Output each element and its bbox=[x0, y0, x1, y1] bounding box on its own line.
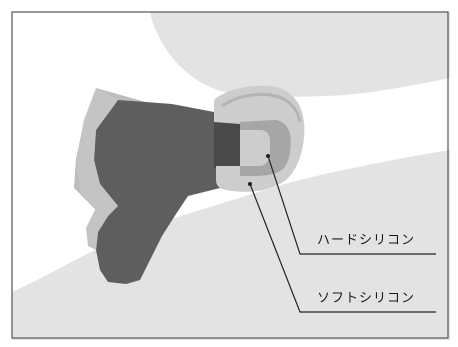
callout-dot-hard-silicone bbox=[266, 154, 270, 158]
callout-line-soft-silicone bbox=[249, 183, 436, 313]
callout-dot-soft-silicone bbox=[248, 182, 252, 186]
earphone-nozzle bbox=[214, 118, 242, 168]
ear-tissue-lower bbox=[12, 150, 450, 340]
earphone-body-edge bbox=[76, 88, 118, 250]
diagram-frame bbox=[11, 11, 449, 339]
ear-tissue-upper bbox=[150, 12, 450, 97]
callout-line-hard-silicone bbox=[267, 155, 436, 255]
label-hard-silicone: ハードシリコン bbox=[317, 233, 416, 248]
label-soft-silicone: ソフトシリコン bbox=[317, 291, 416, 306]
earphone-body-housing bbox=[94, 100, 242, 284]
eartip-ridge bbox=[221, 92, 302, 123]
eartip-hard-silicone bbox=[240, 120, 291, 176]
